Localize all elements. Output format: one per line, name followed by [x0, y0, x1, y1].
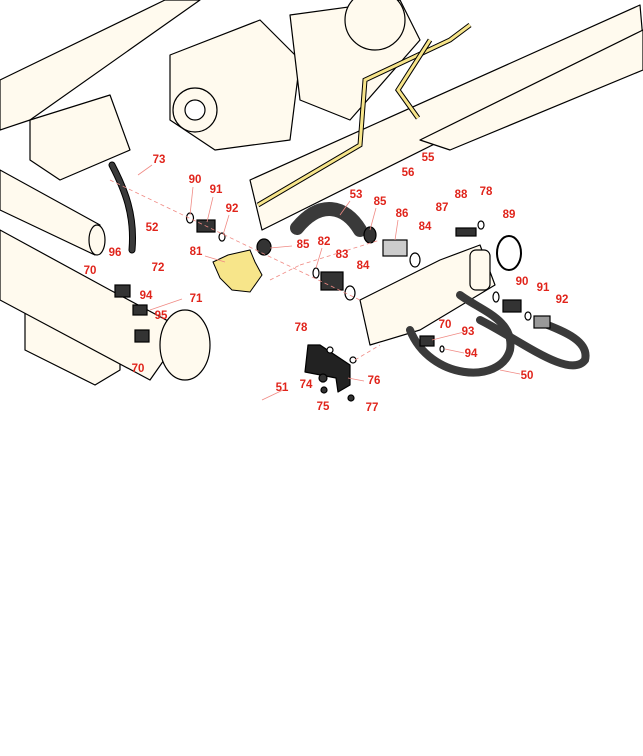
- fitting: [320, 271, 344, 291]
- elbow-fitting: [114, 284, 131, 298]
- callout-94: 94: [464, 348, 478, 360]
- fitting: [533, 315, 551, 329]
- callout-74: 74: [299, 379, 313, 391]
- callout-87: 87: [435, 202, 449, 214]
- tube-opening: [159, 309, 211, 381]
- callout-76: 76: [367, 375, 381, 387]
- callout-85: 85: [373, 196, 387, 208]
- fitting: [134, 329, 150, 343]
- callout-77: 77: [365, 402, 379, 414]
- callout-70: 70: [131, 363, 145, 375]
- bolt: [455, 227, 477, 237]
- pump-bore: [184, 99, 206, 121]
- callout-78: 78: [294, 322, 308, 334]
- callout-83: 83: [335, 249, 349, 261]
- callout-91: 91: [536, 282, 550, 294]
- callout-90: 90: [188, 174, 202, 186]
- callout-53: 53: [349, 189, 363, 201]
- callout-96: 96: [108, 247, 122, 259]
- callout-91: 91: [209, 184, 223, 196]
- tube-end: [88, 224, 106, 256]
- hose-50-a: [406, 291, 515, 377]
- callout-52: 52: [145, 222, 159, 234]
- leader-lines: [137, 164, 521, 401]
- mount-bracket: [304, 344, 351, 393]
- hose-50-b: [476, 316, 590, 370]
- hose-53: [290, 202, 367, 237]
- tee-fitting: [212, 249, 263, 293]
- callout-82: 82: [317, 236, 331, 248]
- left-frame: [0, 0, 201, 131]
- callout-90: 90: [515, 276, 529, 288]
- frame-rail-lower: [419, 29, 643, 151]
- callout-71: 71: [189, 293, 203, 305]
- callout-88: 88: [454, 189, 468, 201]
- hose-52-fill: [109, 162, 136, 253]
- callout-73: 73: [152, 154, 166, 166]
- hydraulic-pump: [359, 244, 496, 346]
- fitting: [419, 335, 435, 347]
- o-ring: [409, 252, 421, 268]
- callout-72: 72: [151, 262, 165, 274]
- callout-70: 70: [83, 265, 97, 277]
- assembly-line: [269, 264, 301, 281]
- return-tube-fill: [396, 39, 432, 119]
- washer: [326, 346, 334, 354]
- hose-clamp: [256, 238, 272, 256]
- callout-84: 84: [356, 260, 370, 272]
- callout-93: 93: [461, 326, 475, 338]
- adapter: [382, 239, 408, 257]
- callout-56: 56: [401, 167, 415, 179]
- o-ring: [312, 267, 320, 279]
- callout-70: 70: [438, 319, 452, 331]
- frame-rail: [249, 4, 643, 231]
- callout-81: 81: [189, 246, 203, 258]
- o-ring: [218, 232, 226, 242]
- pump-end-cap: [469, 249, 491, 291]
- o-ring: [524, 311, 532, 321]
- callout-78: 78: [479, 186, 493, 198]
- callout-94: 94: [139, 290, 153, 302]
- o-ring: [492, 291, 500, 303]
- washer: [349, 356, 357, 364]
- nut: [318, 373, 328, 383]
- assembly-line: [354, 344, 381, 361]
- screw: [320, 386, 328, 394]
- callout-95: 95: [154, 310, 168, 322]
- nut: [347, 394, 355, 402]
- assembly-line: [109, 179, 361, 301]
- callout-86: 86: [395, 208, 409, 220]
- washer: [477, 220, 485, 230]
- fitting: [132, 304, 148, 316]
- callout-92: 92: [225, 203, 239, 215]
- o-ring: [344, 285, 356, 301]
- callout-85: 85: [296, 239, 310, 251]
- callout-50: 50: [520, 370, 534, 382]
- fitting: [502, 299, 522, 313]
- callout-89: 89: [502, 209, 516, 221]
- o-ring-89: [496, 235, 522, 271]
- callout-84: 84: [418, 221, 432, 233]
- callout-55: 55: [421, 152, 435, 164]
- pulley: [344, 0, 406, 51]
- valve-block-upper: [29, 94, 131, 181]
- o-ring: [439, 345, 445, 353]
- callout-51: 51: [275, 382, 289, 394]
- pressure-tube-fill: [257, 23, 471, 207]
- callout-75: 75: [316, 401, 330, 413]
- callout-92: 92: [555, 294, 569, 306]
